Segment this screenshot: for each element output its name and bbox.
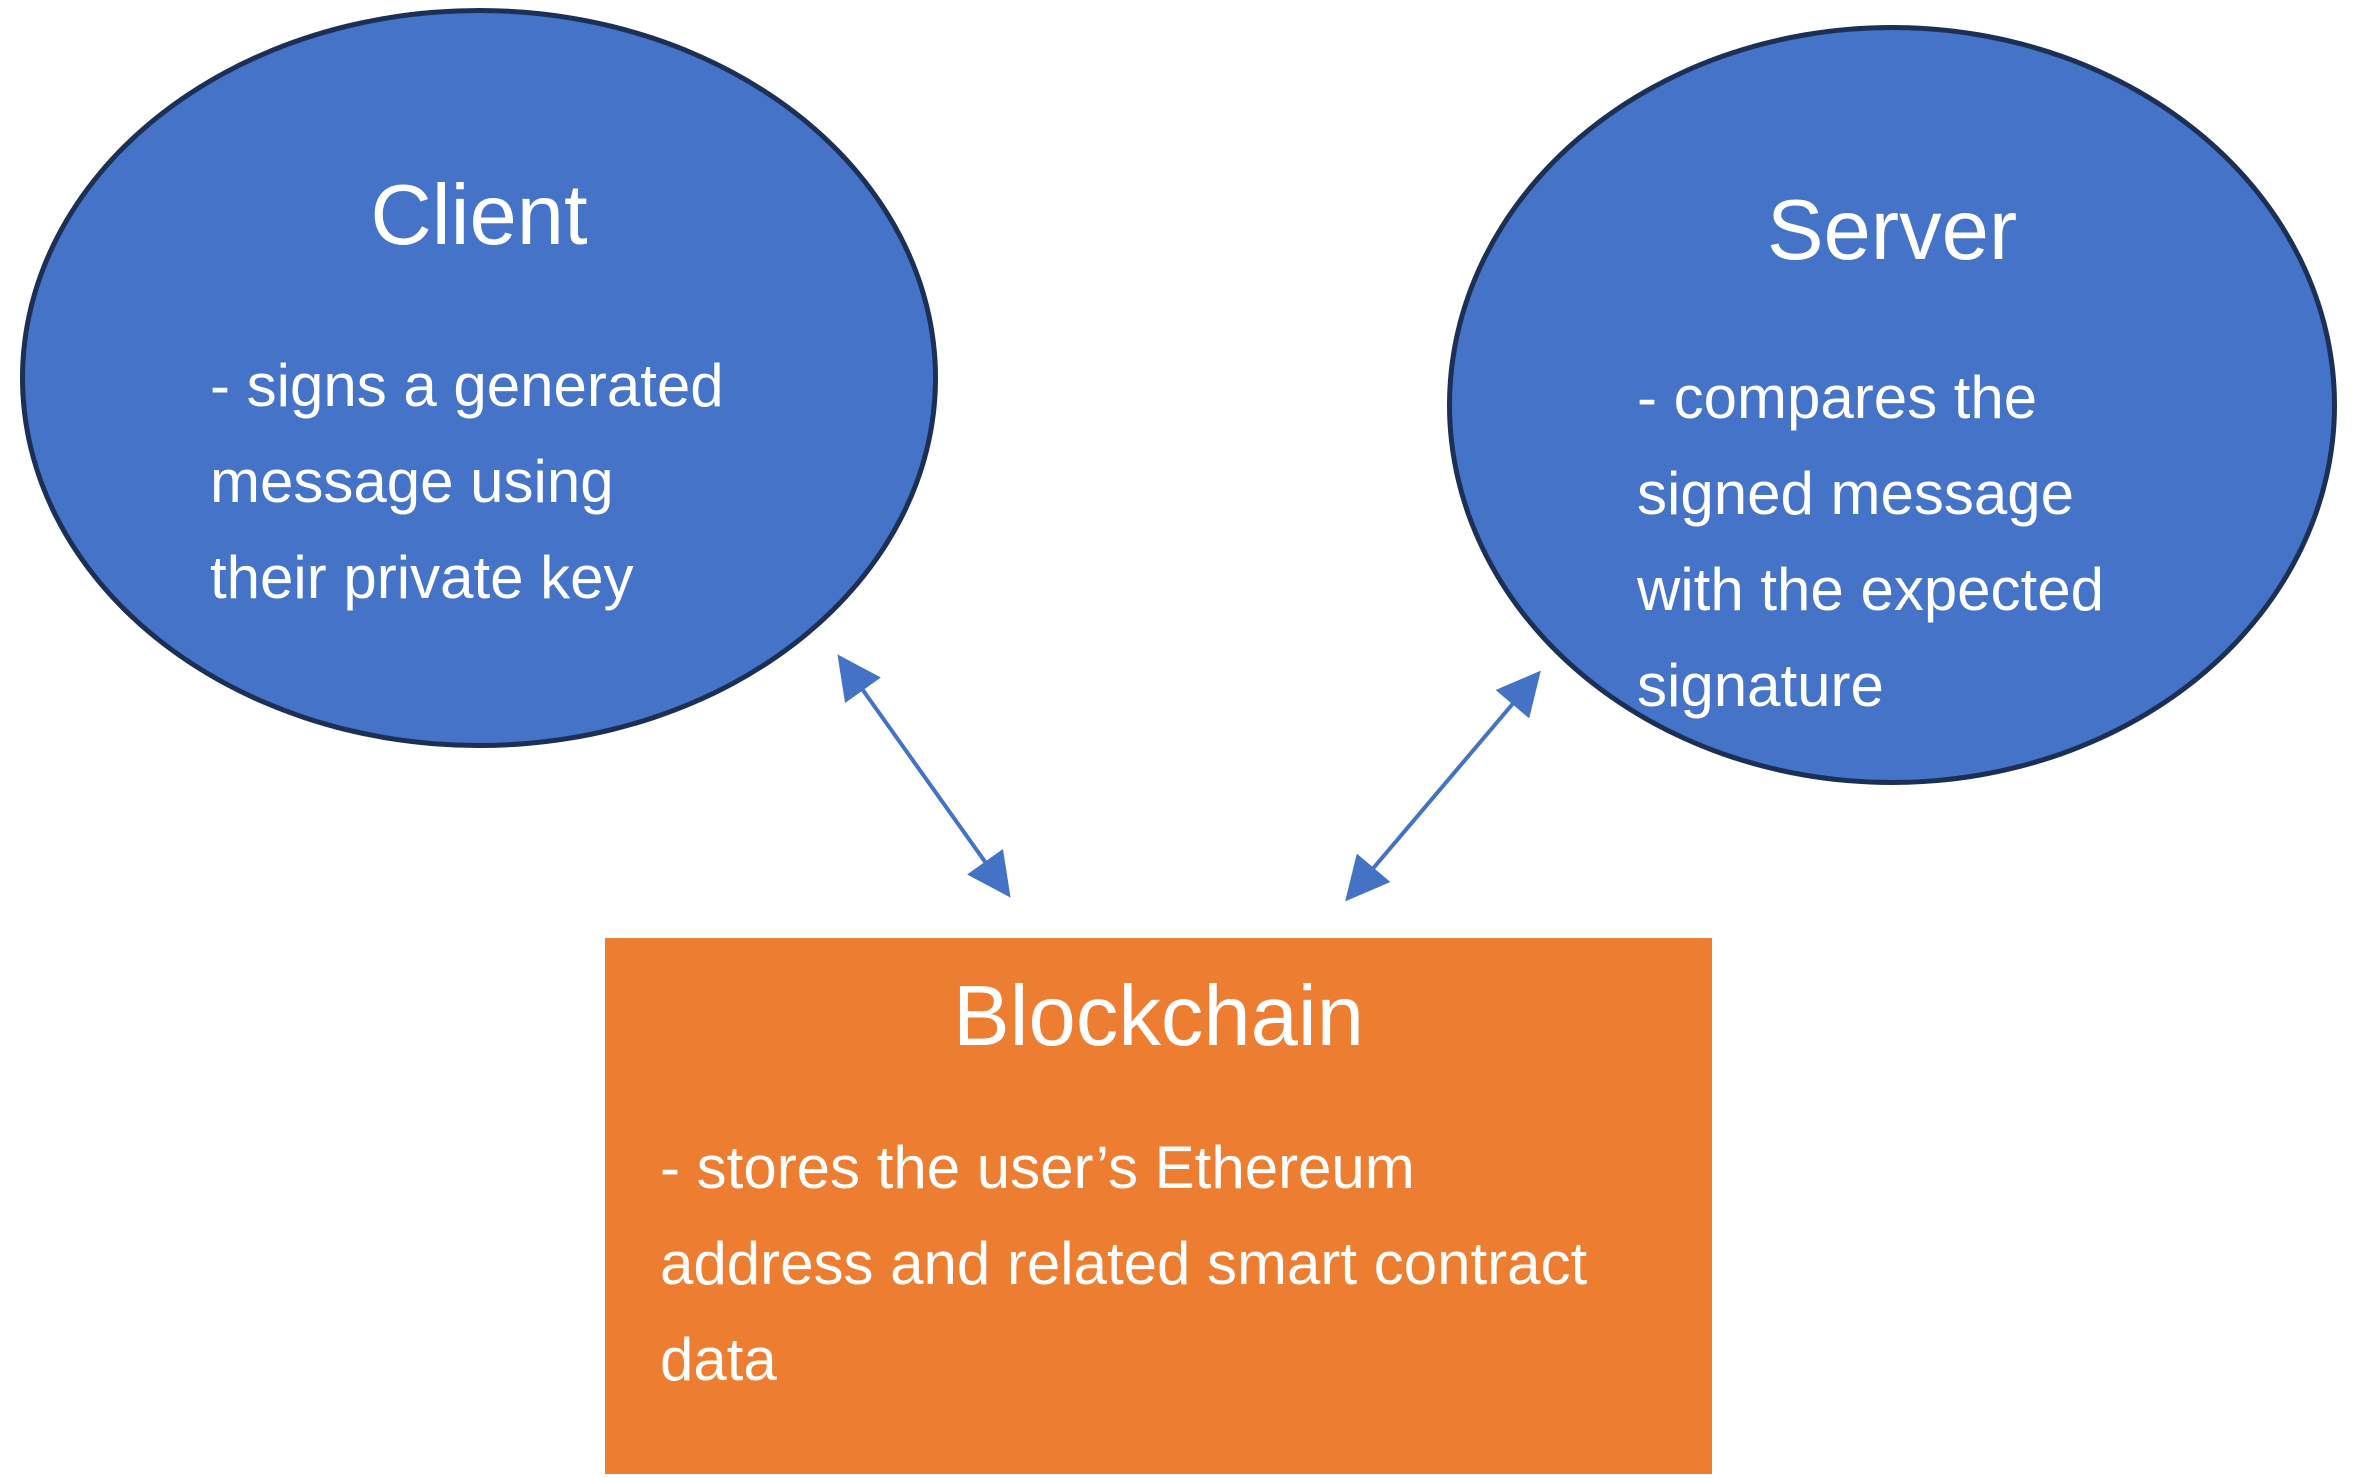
server-description-line: signed message xyxy=(1637,460,2074,527)
client-description-line: their private key xyxy=(210,544,634,611)
blockchain-description-line: - stores the user’s Ethereum xyxy=(660,1134,1415,1201)
client-description-line: - signs a generated xyxy=(210,352,724,419)
blockchain-description-line: address and related smart contract xyxy=(660,1230,1588,1297)
blockchain-title: Blockchain xyxy=(952,969,1365,1064)
blockchain-node: Blockchain - stores the user’s Ethereum … xyxy=(605,938,1712,1474)
server-description-line: with the expected xyxy=(1637,556,2104,623)
blockchain-description-line: data xyxy=(660,1326,777,1393)
server-title: Server xyxy=(1766,183,2018,278)
server-node: Server - compares the signed message wit… xyxy=(1447,25,2337,785)
server-description-line: signature xyxy=(1637,652,1884,719)
client-description-line: message using xyxy=(210,448,614,515)
client-blockchain-arrow xyxy=(837,654,1011,898)
server-description-line: - compares the xyxy=(1637,364,2038,431)
blockchain-server-arrow xyxy=(1345,670,1541,902)
client-description: - signs a generated message using their … xyxy=(210,338,850,626)
server-description: - compares the signed message with the e… xyxy=(1637,350,2277,734)
blockchain-description: - stores the user’s Ethereum address and… xyxy=(660,1120,1670,1408)
client-title: Client xyxy=(370,168,588,263)
client-node: Client - signs a generated message using… xyxy=(20,8,938,748)
